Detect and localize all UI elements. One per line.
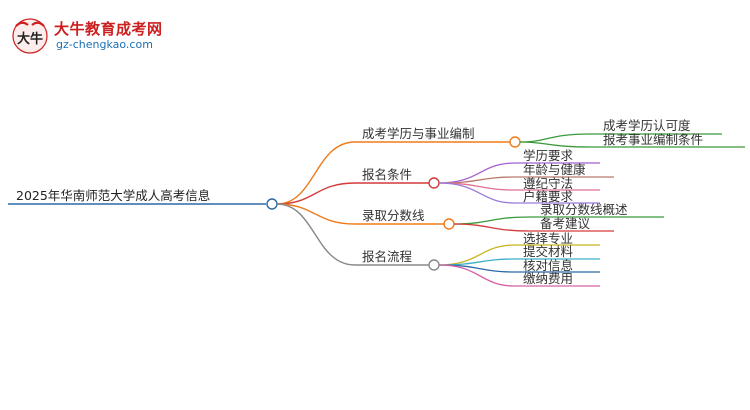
bull-logo-icon: 大牛 — [12, 18, 48, 54]
leaf-link — [453, 223, 531, 232]
branch-connector-dot — [428, 177, 440, 189]
branch-link — [276, 203, 356, 225]
leaf-label: 学历要求 — [523, 148, 574, 163]
branch-application-process[interactable]: 报名流程 — [276, 203, 440, 271]
branch-link — [276, 203, 356, 266]
leaf-link — [453, 216, 531, 225]
leaf-label: 户籍要求 — [523, 189, 574, 204]
leaf-link — [519, 141, 591, 148]
leaf-label: 录取分数线概述 — [540, 202, 628, 217]
branch-label: 报名流程 — [362, 249, 413, 264]
leaf-label: 提交材料 — [523, 244, 574, 259]
leaf-node[interactable]: 遵纪守法 — [438, 176, 600, 191]
branch-education-and-staffing[interactable]: 成考学历与事业编制 — [276, 126, 521, 205]
site-logo[interactable]: 大牛 大牛教育成考网 gz-chengkao.com — [8, 16, 178, 56]
leaf-node[interactable]: 户籍要求 — [438, 182, 600, 204]
root-label: 2025年华南师范大学成人高考信息 — [16, 188, 210, 203]
root-connector-dot — [266, 198, 278, 210]
leaf-node[interactable]: 成考学历认可度 — [519, 118, 722, 143]
leaf-node[interactable]: 核对信息 — [438, 258, 600, 273]
leaf-node[interactable]: 选择专业 — [438, 231, 600, 266]
leaf-link — [438, 264, 516, 287]
leaf-label: 年龄与健康 — [523, 162, 586, 177]
root-node[interactable]: 2025年华南师范大学成人高考信息 — [8, 188, 278, 210]
leaf-link — [519, 133, 591, 143]
leaf-node[interactable]: 缴纳费用 — [438, 264, 600, 287]
leaf-node[interactable]: 报考事业编制条件 — [519, 132, 745, 148]
leaf-label: 选择专业 — [523, 231, 573, 246]
leaf-label: 缴纳费用 — [523, 271, 573, 286]
branch-connector-dot — [509, 136, 521, 148]
leaf-label: 备考建议 — [540, 216, 591, 231]
leaf-node[interactable]: 备考建议 — [453, 216, 614, 232]
branch-label: 录取分数线 — [362, 208, 425, 223]
branch-label: 成考学历与事业编制 — [362, 126, 475, 141]
logo-title: 大牛教育成考网 — [54, 20, 163, 38]
branch-label: 报名条件 — [362, 167, 412, 182]
leaf-link — [438, 182, 516, 204]
logo-mark-text: 大牛 — [17, 31, 43, 47]
logo-url[interactable]: gz-chengkao.com — [56, 38, 153, 51]
branch-connector-dot — [443, 218, 455, 230]
branch-connector-dot — [428, 259, 440, 271]
leaf-label: 遵纪守法 — [523, 176, 573, 191]
leaf-label: 核对信息 — [523, 258, 573, 273]
branch-admission-scores[interactable]: 录取分数线 — [276, 203, 455, 230]
branch-link — [276, 182, 356, 205]
leaf-label: 报考事业编制条件 — [603, 132, 703, 147]
branch-link — [276, 141, 356, 205]
leaf-label: 成考学历认可度 — [603, 118, 691, 133]
branch-application-requirements[interactable]: 报名条件 — [276, 167, 440, 205]
